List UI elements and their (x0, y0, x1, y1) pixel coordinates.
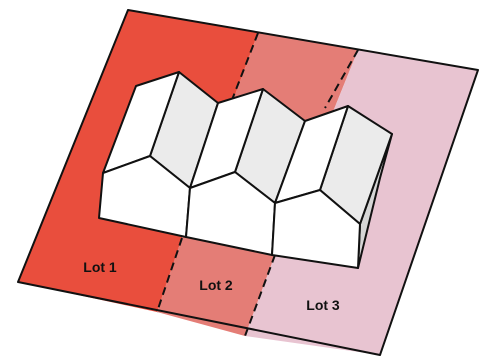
lot-divider-1-2-lower (156, 237, 183, 313)
facade-house-3 (271, 189, 361, 269)
lot-divider-2-3-lower (244, 254, 276, 337)
lot-2-label: Lot 2 (199, 277, 233, 293)
parcel-outline (17, 9, 479, 356)
row-houses (98, 71, 393, 269)
lot-3-label: Lot 3 (306, 297, 340, 313)
lot-1-label: Lot 1 (83, 259, 117, 275)
lot-divider-2-3 (324, 49, 359, 109)
